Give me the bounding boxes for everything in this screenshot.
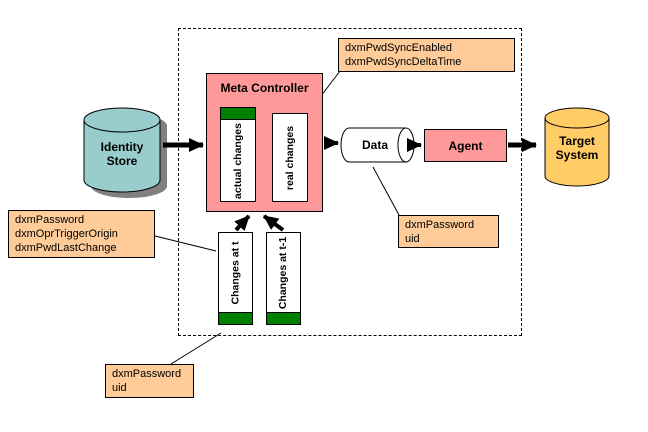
annotation-identity-attributes-line2: dxmOprTriggerOrigin (15, 228, 118, 240)
changes-at-t-box: Changes at t (218, 232, 253, 325)
annotation-pwd-sync-line1: dxmPwdSyncEnabled (345, 42, 453, 54)
data-label: Data (361, 138, 388, 152)
agent-box: Agent (424, 129, 507, 162)
real-changes-label: real changes (284, 125, 297, 190)
target-system-label-line1: Target (559, 134, 595, 148)
sync-boundary-box (178, 28, 522, 336)
actual-changes-label: actual changes (232, 122, 244, 199)
meta-controller-title: Meta Controller (220, 81, 309, 95)
identity-store-cylinder (83, 107, 161, 193)
actual-changes-text-area: actual changes (221, 120, 255, 201)
identity-store-label: Identity Store (92, 140, 152, 168)
actual-changes-box: actual changes (220, 107, 256, 202)
changes-at-t-minus-1-green-bar (267, 312, 300, 324)
annotation-pwd-sync-line2: dxmPwdSyncDeltaTime (345, 56, 462, 68)
cylinder-top-ellipse (544, 107, 610, 129)
annotation-data-attributes-line1: dxmPassword (405, 219, 475, 231)
changes-at-t-minus-1-text-area: Changes at t-1 (267, 233, 300, 312)
annotation-changes-attributes: dxmPassword uid (105, 364, 194, 398)
arrow-changes-t1-to-meta (262, 214, 285, 232)
annotation-pwd-sync: dxmPwdSyncEnabled dxmPwdSyncDeltaTime (338, 38, 515, 72)
target-system-label-line2: System (555, 148, 599, 162)
annotation-data-attributes-line2: uid (405, 233, 420, 245)
cylinder-body (349, 128, 406, 162)
cylinder-top-ellipse (83, 107, 161, 133)
actual-changes-green-bar (221, 108, 255, 120)
cylinder-rim-ellipse (397, 127, 415, 163)
changes-at-t-minus-1-label: Changes at t-1 (277, 236, 290, 309)
annotation-identity-attributes-line3: dxmPwdLastChange (15, 242, 117, 254)
line-top-annotation-to-meta (320, 70, 341, 97)
changes-at-t-label: Changes at t (229, 240, 242, 305)
arrow-changes-t-to-meta (234, 214, 251, 232)
identity-store-label-line1: Identity (100, 140, 144, 154)
changes-at-t-minus-1-box: Changes at t-1 (266, 232, 301, 325)
changes-at-t-green-bar (219, 312, 252, 324)
line-bottom-annotation-to-changes (170, 332, 222, 365)
annotation-changes-attributes-line1: dxmPassword (112, 368, 182, 380)
target-system-label: Target System (544, 134, 610, 162)
data-cylinder (340, 127, 415, 163)
changes-at-t-text-area: Changes at t (219, 233, 252, 312)
line-right-annotation-to-data (372, 166, 400, 216)
agent-label: Agent (448, 138, 483, 153)
annotation-data-attributes: dxmPassword uid (398, 215, 499, 248)
annotation-changes-attributes-line2: uid (112, 382, 127, 394)
line-left-annotation-to-changes (154, 235, 217, 252)
real-changes-text-area: real changes (273, 114, 307, 201)
target-system-cylinder (544, 107, 610, 187)
annotation-identity-attributes: dxmPassword dxmOprTriggerOrigin dxmPwdLa… (8, 210, 155, 258)
annotation-identity-attributes-line1: dxmPassword (15, 214, 85, 226)
real-changes-box: real changes (272, 113, 308, 202)
identity-store-label-line2: Store (106, 154, 138, 168)
meta-controller-box: Meta Controller actual changes real chan… (206, 73, 323, 212)
